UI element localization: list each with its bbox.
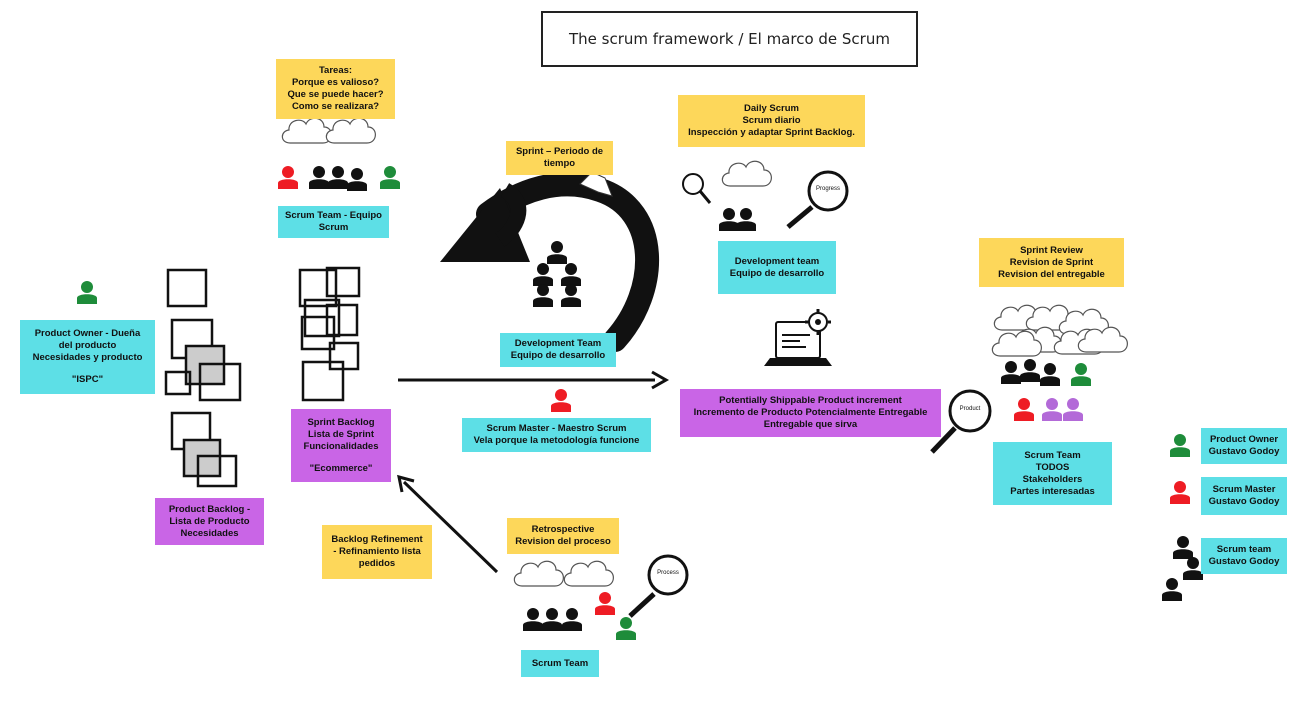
person-icon: [278, 166, 298, 189]
magnifier-label-process: Process: [657, 570, 679, 576]
note-tareas: Tareas:Porque es valioso? Que se puede h…: [276, 59, 395, 119]
person-icon: [551, 389, 571, 412]
magnifier-icon: [628, 554, 689, 618]
magnifier-icon: [786, 170, 849, 229]
laptop-gear-icon: [764, 309, 832, 366]
magnifier-label-progress: Progress: [815, 186, 840, 192]
magnifier-label-product: Product: [959, 406, 981, 412]
note-scrum-team-bottom: Scrum Team: [521, 650, 599, 677]
diagram-title: The scrum framework / El marco de Scrum: [541, 11, 918, 67]
arrow-icon: [398, 370, 670, 390]
person-icon: [1071, 363, 1091, 386]
team-icon: [719, 208, 756, 231]
arrow-icon: [397, 474, 499, 574]
team-icon: [1001, 359, 1060, 386]
product-backlog-items: [164, 268, 242, 488]
team-icon: [309, 166, 367, 191]
person-icon: [595, 592, 615, 615]
person-icon: [1170, 434, 1190, 457]
team-icon: [1042, 398, 1083, 421]
person-icon: [380, 166, 400, 189]
magnifier-icon: [682, 173, 712, 204]
person-icon: [1014, 398, 1034, 421]
person-icon: [77, 281, 97, 304]
sprint-backlog-items: [298, 266, 361, 402]
person-icon: [616, 617, 636, 640]
magnifier-icon: [930, 389, 992, 454]
team-icon: [1162, 536, 1203, 601]
team-icon: [533, 241, 581, 307]
team-icon: [523, 608, 582, 631]
person-icon: [1170, 481, 1190, 504]
